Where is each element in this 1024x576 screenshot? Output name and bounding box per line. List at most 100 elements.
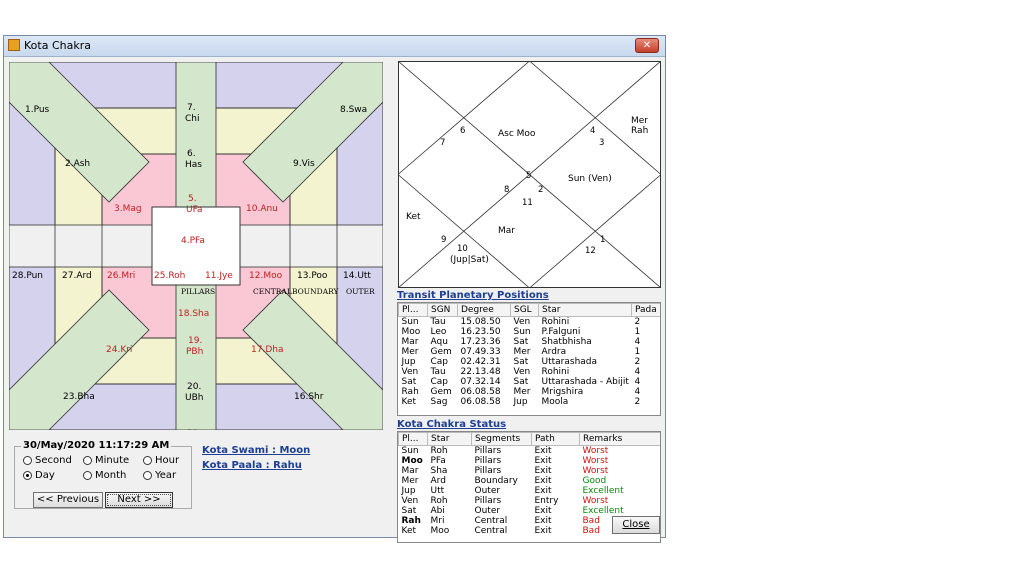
column-header[interactable]: SGL xyxy=(510,303,539,317)
table-cell: 1 xyxy=(634,327,641,337)
table-cell: Moo xyxy=(401,456,423,466)
column-header[interactable]: Pada xyxy=(631,303,660,317)
table-cell: Good xyxy=(582,476,607,486)
table-cell: Cap xyxy=(430,357,449,367)
column-header[interactable]: Pl... xyxy=(398,432,428,446)
rasi-house-number: 7 xyxy=(440,138,445,148)
table-cell: Sat xyxy=(513,377,529,387)
column-header[interactable]: Path xyxy=(531,432,580,446)
table-cell: Bad xyxy=(582,526,600,536)
table-cell: Worst xyxy=(582,446,609,456)
table-cell: 4 xyxy=(634,377,641,387)
radio-indicator[interactable] xyxy=(143,456,152,465)
column-header[interactable]: Segments xyxy=(471,432,532,446)
table-cell: Roh xyxy=(430,446,448,456)
rasi-house-number: 11 xyxy=(522,198,533,208)
table-cell: Sun xyxy=(401,317,419,327)
radio-indicator[interactable] xyxy=(23,471,32,480)
table-cell: Pillars xyxy=(474,496,502,506)
radio-minute[interactable]: Minute xyxy=(83,455,129,466)
table-cell: Sat xyxy=(401,377,417,387)
table-cell: Entry xyxy=(534,496,559,506)
kota-paala-link[interactable]: Kota Paala : Rahu xyxy=(202,460,302,471)
column-header[interactable]: SGN xyxy=(427,303,458,317)
radio-second[interactable]: Second xyxy=(23,455,72,466)
next-button[interactable]: Next >> xyxy=(105,492,173,508)
previous-button[interactable]: << Previous xyxy=(33,492,103,508)
table-cell: Mer xyxy=(401,476,419,486)
pillars-label: PILLARS xyxy=(181,287,215,296)
title-bar[interactable]: Kota Chakra ✕ xyxy=(4,36,665,57)
radio-year[interactable]: Year xyxy=(143,470,176,481)
table-cell: Sha xyxy=(430,466,448,476)
column-header[interactable]: Remarks xyxy=(579,432,660,446)
table-cell: Outer xyxy=(474,506,501,516)
radio-indicator[interactable] xyxy=(83,456,92,465)
nakshatra-cell-11: 25.Roh xyxy=(154,271,185,281)
window-close-button[interactable]: ✕ xyxy=(635,38,659,53)
table-cell: Ard xyxy=(430,476,446,486)
nakshatra-cell-18: 17.Dha xyxy=(251,345,283,355)
nakshatra-cell-20: 16.Shr xyxy=(294,392,324,402)
radio-indicator[interactable] xyxy=(23,456,32,465)
table-cell: Ardra xyxy=(541,347,567,357)
nakshatra-star: UBh xyxy=(185,393,203,403)
nakshatra-cell-19: 23.Bha xyxy=(63,392,95,402)
table-cell: Exit xyxy=(534,486,552,496)
kota-swami-link[interactable]: Kota Swami : Moon xyxy=(202,445,311,456)
table-cell: 4 xyxy=(634,337,641,347)
nakshatra-cell-8: 28.Pun xyxy=(12,271,43,281)
close-button[interactable]: Close xyxy=(612,516,660,534)
nakshatra-cell-7: 10.Anu xyxy=(246,204,278,214)
radio-indicator[interactable] xyxy=(83,471,92,480)
nakshatra-cell-15: 14.Utt xyxy=(343,271,371,281)
nakshatra-number: 19. xyxy=(188,336,202,346)
radio-hour[interactable]: Hour xyxy=(143,455,179,466)
table-cell: Exit xyxy=(534,516,552,526)
table-cell: Rah xyxy=(401,516,421,526)
table-cell: 07.32.14 xyxy=(460,377,501,387)
table-cell: Roh xyxy=(430,496,448,506)
table-cell: Exit xyxy=(534,506,552,516)
column-header[interactable]: Pl... xyxy=(398,303,428,317)
column-header[interactable]: Degree xyxy=(457,303,511,317)
rasi-house-number: 5 xyxy=(526,171,531,181)
column-header[interactable]: Star xyxy=(538,303,632,317)
radio-day[interactable]: Day xyxy=(23,470,55,481)
table-cell: Central xyxy=(474,526,508,536)
rasi-house-number: 1 xyxy=(600,235,605,245)
table-cell: Exit xyxy=(534,466,552,476)
radio-month[interactable]: Month xyxy=(83,470,126,481)
table-cell: Aqu xyxy=(430,337,448,347)
rasi-house-number: 10 xyxy=(457,244,468,254)
column-header[interactable]: Star xyxy=(427,432,472,446)
radio-indicator[interactable] xyxy=(143,471,152,480)
table-cell: 06.08.58 xyxy=(460,387,501,397)
rasi-planet-label: Sun (Ven) xyxy=(568,174,612,184)
table-cell: Gem xyxy=(430,347,452,357)
table-cell: Leo xyxy=(430,327,447,337)
table-cell: Jup xyxy=(401,486,416,496)
rasi-house-number: 8 xyxy=(504,185,509,195)
